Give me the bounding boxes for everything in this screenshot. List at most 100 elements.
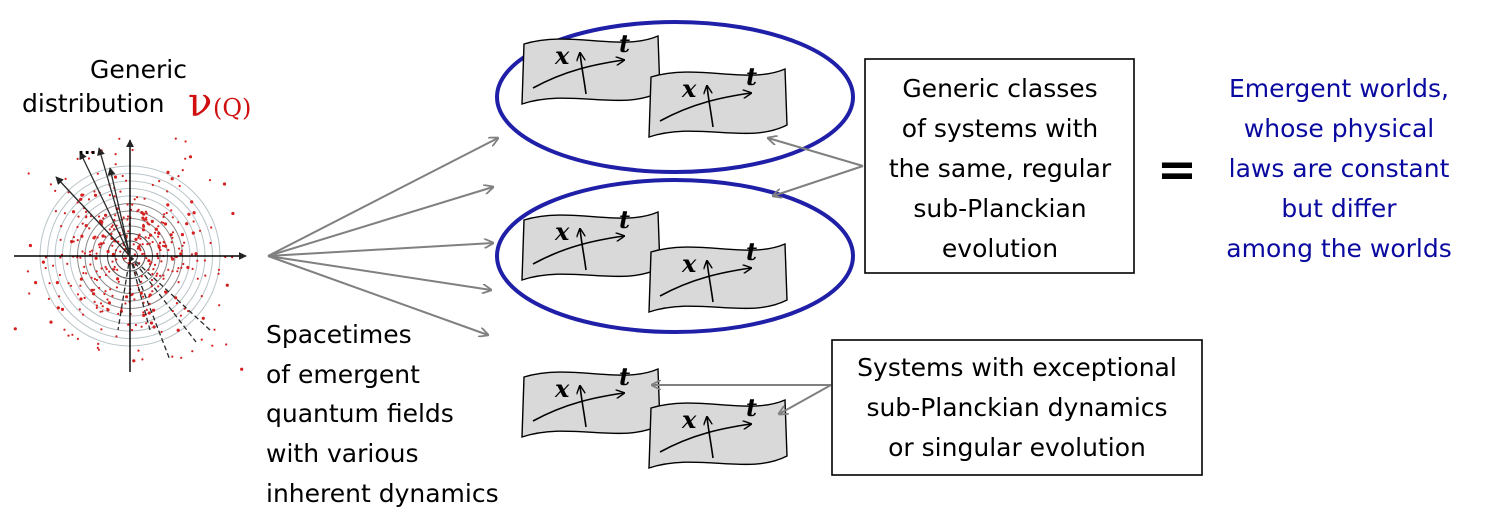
scatter-dot <box>103 292 106 296</box>
exceptional-box-arrow-down <box>779 384 832 414</box>
scatter-dot <box>144 236 147 239</box>
scatter-dot <box>56 306 60 310</box>
box-arrows <box>652 138 864 414</box>
scatter-dot <box>93 193 98 197</box>
scatter-dot <box>179 252 183 256</box>
distribution-vector <box>129 255 211 331</box>
scatter-dot <box>141 252 144 256</box>
scatter-dot <box>218 304 221 307</box>
scatter-dot <box>80 234 84 238</box>
scatter-dot <box>137 235 140 238</box>
fan-arrows <box>267 138 498 335</box>
scatter-dot <box>204 274 207 277</box>
oval-top <box>495 20 855 174</box>
scatter-dot <box>81 222 84 225</box>
scatter-dot <box>116 277 120 281</box>
scatter-dot <box>95 278 99 282</box>
scatter-dot <box>164 290 168 294</box>
scatter-dot <box>79 256 82 259</box>
scatter-dot <box>142 313 146 317</box>
scatter-dot <box>99 242 103 246</box>
scatter-dot <box>183 241 186 244</box>
scatter-dot <box>171 355 174 358</box>
scatter-dot <box>171 236 174 239</box>
scatter-dot <box>133 198 136 201</box>
scatter-dot <box>222 182 227 186</box>
scatter-dot <box>105 268 108 271</box>
scatter-dot <box>81 250 84 253</box>
scatter-dot <box>201 316 205 320</box>
spacetimes-line-1: Spacetimes <box>266 320 412 349</box>
scatter-dot <box>79 284 82 287</box>
scatter-dot <box>63 212 66 215</box>
scatter-dot <box>167 248 170 252</box>
fan-arrow-4 <box>267 255 491 290</box>
scatter-dot <box>148 242 151 245</box>
scatter-dot <box>190 253 194 256</box>
scatter-dot <box>27 172 30 175</box>
scatter-dot <box>98 246 101 249</box>
scatter-dot <box>79 277 83 281</box>
scatter-dot <box>100 149 103 152</box>
scatter-dot <box>153 263 157 266</box>
fan-arrow-3 <box>267 243 493 257</box>
scatter-dot <box>147 236 150 240</box>
scatter-dot <box>60 307 65 311</box>
scatter-dot <box>76 293 80 296</box>
scatter-dot <box>117 280 120 283</box>
scatter-dot <box>148 263 152 266</box>
scatter-dot <box>143 197 146 200</box>
emergent-line-4: but differ <box>1281 194 1397 223</box>
scatter-dot <box>132 243 135 246</box>
scatter-dot <box>72 236 75 239</box>
generic-box-line-1: Generic classes <box>902 74 1097 103</box>
scatter-dot <box>104 213 108 217</box>
scatter-dot <box>97 215 101 218</box>
scatter-dot <box>185 222 189 226</box>
scatter-dot <box>180 356 183 359</box>
spacetimes-line-3: quantum fields <box>266 399 454 428</box>
scatter-dot <box>150 261 153 264</box>
scatter-dot <box>70 284 73 287</box>
scatter-dot <box>108 194 111 197</box>
oval-bottom <box>495 178 855 334</box>
scatter-dot <box>217 272 220 275</box>
scatter-dot <box>63 328 66 331</box>
scatter-dot <box>126 203 129 206</box>
scatter-dot <box>147 268 150 271</box>
scatter-dot <box>151 272 154 276</box>
spacetime-sheet <box>649 237 787 312</box>
ellipsis-dots: ... <box>78 139 96 158</box>
scatter-dot <box>142 295 145 298</box>
scatter-dot <box>148 223 151 226</box>
scatter-dot <box>89 250 92 253</box>
scatter-dot <box>169 233 173 237</box>
scatter-dot <box>127 215 130 218</box>
scatter-dot <box>114 163 117 166</box>
emergent-line-2: whose physical <box>1244 114 1434 143</box>
scatter-dot <box>111 244 114 247</box>
scatter-dot <box>152 308 156 312</box>
scatter-dot <box>160 260 163 263</box>
scatter-dot <box>137 349 140 352</box>
scatter-dot <box>178 247 181 250</box>
scatter-dot <box>130 294 133 297</box>
scatter-dot <box>154 227 158 231</box>
scatter-dot <box>82 313 85 316</box>
scatter-dot <box>110 225 113 228</box>
scatter-dot <box>54 210 58 213</box>
scatter-dot <box>180 249 183 252</box>
scatter-dot <box>182 262 185 266</box>
scatter-dot <box>190 200 194 204</box>
scatter-dot <box>147 259 151 263</box>
exceptional-box-line-1: Systems with exceptional <box>857 353 1177 382</box>
scatter-dot <box>125 234 128 237</box>
scatter-dot <box>186 265 190 270</box>
scatter-dot <box>83 265 86 268</box>
scatter-dot <box>150 278 154 282</box>
fan-arrow-1 <box>267 138 498 257</box>
scatter-dot <box>134 323 137 327</box>
scatter-dot <box>107 301 111 305</box>
scatter-dot <box>142 311 145 314</box>
scatter-dot <box>166 203 170 207</box>
